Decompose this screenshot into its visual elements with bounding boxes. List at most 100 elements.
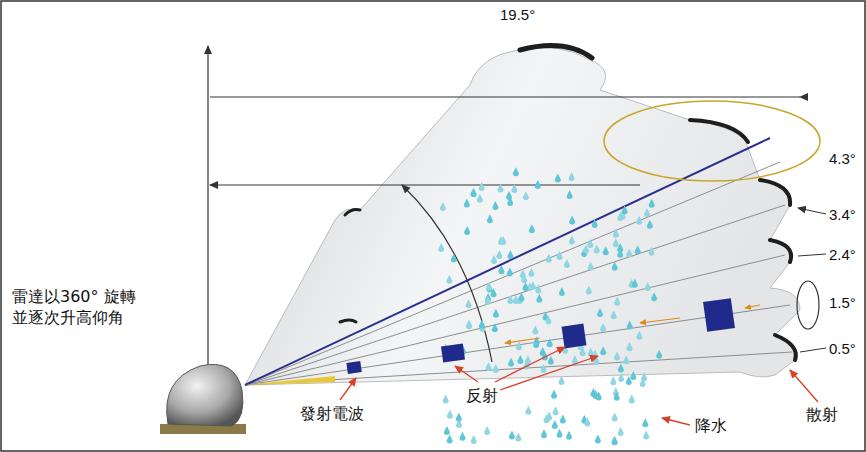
raindrop bbox=[447, 435, 453, 444]
raindrop bbox=[588, 262, 594, 271]
raindrop bbox=[614, 352, 620, 361]
raindrop bbox=[559, 376, 565, 385]
raindrop bbox=[525, 406, 531, 415]
raindrop bbox=[493, 364, 499, 373]
raindrop bbox=[532, 326, 538, 335]
raindrop bbox=[647, 220, 653, 229]
raindrop bbox=[470, 188, 476, 197]
raindrop bbox=[552, 420, 558, 429]
raindrop bbox=[600, 323, 606, 332]
leader-lines bbox=[340, 347, 818, 425]
raindrop bbox=[618, 363, 624, 372]
raindrop bbox=[438, 243, 444, 252]
raindrop bbox=[555, 174, 561, 183]
raindrop bbox=[456, 413, 462, 422]
raindrop bbox=[443, 394, 449, 403]
raindrop bbox=[580, 347, 586, 356]
raindrop bbox=[651, 292, 657, 301]
raindrop bbox=[546, 254, 552, 263]
raindrop bbox=[564, 259, 570, 268]
raindrop bbox=[559, 287, 565, 296]
raindrop bbox=[466, 299, 472, 308]
raindrop bbox=[612, 413, 618, 422]
raindrop bbox=[629, 395, 635, 404]
raindrop bbox=[603, 246, 609, 255]
raindrop bbox=[466, 320, 472, 329]
raindrop bbox=[567, 190, 573, 199]
radar-note: 雷達以360° 旋轉 並逐次升高仰角 bbox=[12, 287, 152, 329]
beam-line-blue bbox=[245, 138, 770, 385]
raindrop bbox=[506, 191, 512, 200]
raindrop bbox=[613, 229, 619, 238]
raindrop bbox=[498, 265, 504, 274]
elevation-axis bbox=[207, 46, 208, 412]
raindrop bbox=[553, 406, 559, 415]
degree-pointers bbox=[798, 208, 826, 352]
raindrop bbox=[492, 323, 498, 332]
elevation-arrow bbox=[402, 185, 492, 362]
raindrop bbox=[614, 392, 620, 401]
raindrop bbox=[487, 214, 493, 223]
elevation-angle: 19.5° bbox=[500, 6, 535, 24]
lobe-edges bbox=[340, 46, 796, 361]
raindrop bbox=[643, 430, 649, 439]
raindrop bbox=[523, 191, 529, 200]
raindrop bbox=[627, 342, 633, 351]
return-arrows bbox=[505, 305, 760, 343]
raindrop bbox=[611, 310, 617, 319]
raindrop bbox=[611, 436, 617, 445]
raindrop bbox=[656, 350, 662, 359]
precipitation bbox=[438, 167, 662, 445]
raindrop bbox=[498, 236, 504, 245]
raindrop bbox=[645, 282, 651, 291]
raindrop bbox=[535, 285, 541, 294]
raindrop bbox=[622, 205, 628, 214]
raindrop bbox=[466, 320, 472, 329]
raindrop bbox=[493, 309, 499, 318]
raindrop bbox=[535, 180, 541, 189]
part-label: 反射 bbox=[466, 386, 498, 405]
raindrop bbox=[557, 429, 563, 438]
raindrop bbox=[477, 194, 483, 203]
raindrop bbox=[551, 390, 557, 399]
raindrop bbox=[519, 293, 525, 302]
raindrop bbox=[520, 270, 526, 279]
raindrop bbox=[507, 295, 513, 304]
raindrop bbox=[460, 432, 466, 441]
raindrop bbox=[613, 238, 619, 247]
raindrop bbox=[586, 285, 592, 294]
raindrop bbox=[566, 431, 572, 440]
raindrop bbox=[649, 247, 655, 256]
radar-pulses bbox=[346, 298, 735, 374]
raindrop bbox=[644, 208, 650, 217]
raindrop bbox=[612, 262, 618, 271]
part-label: 發射電波 bbox=[300, 404, 364, 423]
raindrop bbox=[486, 362, 492, 371]
raindrop bbox=[569, 172, 575, 181]
raindrop bbox=[587, 239, 593, 248]
raindrop bbox=[440, 202, 446, 211]
raindrop bbox=[594, 245, 600, 254]
raindrop bbox=[516, 341, 522, 350]
raindrop bbox=[451, 254, 457, 263]
raindrop bbox=[642, 418, 648, 427]
scan-ellipse bbox=[604, 101, 820, 181]
raindrop bbox=[515, 433, 521, 442]
raindrop bbox=[509, 431, 515, 440]
raindrop bbox=[513, 167, 519, 176]
raindrop bbox=[541, 429, 547, 438]
radar-dome bbox=[167, 364, 243, 426]
raindrop bbox=[479, 182, 485, 191]
raindrop bbox=[447, 410, 453, 419]
raindrop bbox=[464, 199, 470, 208]
guide-line bbox=[210, 185, 640, 186]
raindrop bbox=[446, 275, 452, 284]
raindrop bbox=[592, 219, 598, 228]
part-label: 降水 bbox=[695, 416, 727, 435]
raindrop bbox=[584, 418, 590, 427]
elevation-angle: 1.5° bbox=[829, 294, 856, 312]
elevation-angle: 4.3° bbox=[829, 150, 856, 168]
raindrop bbox=[596, 392, 602, 401]
